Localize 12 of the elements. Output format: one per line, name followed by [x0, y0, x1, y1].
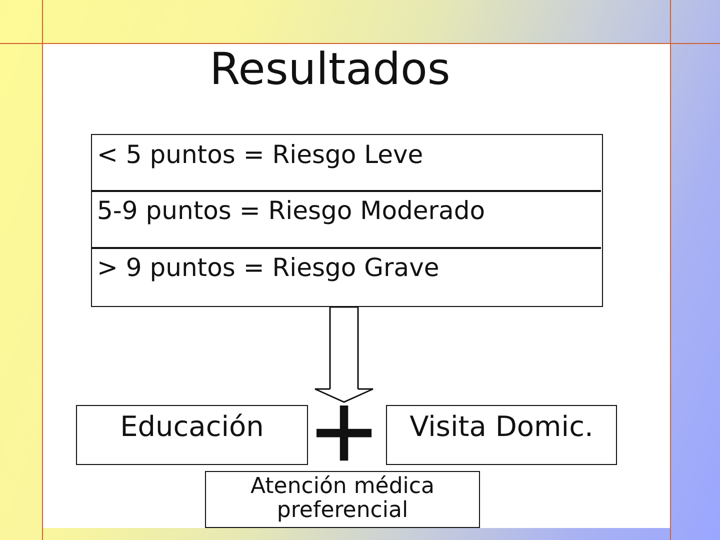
action-box: [76, 405, 308, 465]
plus-sign: +: [308, 402, 380, 460]
risk-category-text: 5-9 puntos = Riesgo Moderado: [97, 196, 486, 226]
action-box: [386, 405, 617, 465]
node-label: Atención médica preferencial: [250, 475, 436, 523]
node-label: Visita Domic.: [410, 411, 594, 443]
node-label: Educación: [120, 411, 264, 443]
risk-category-text: < 5 puntos = Riesgo Leve: [97, 140, 424, 170]
risk-category-text: > 9 puntos = Riesgo Grave: [97, 253, 440, 283]
slide-title: Resultados: [210, 44, 450, 96]
results-table: [91, 134, 603, 307]
action-box: [205, 471, 480, 528]
